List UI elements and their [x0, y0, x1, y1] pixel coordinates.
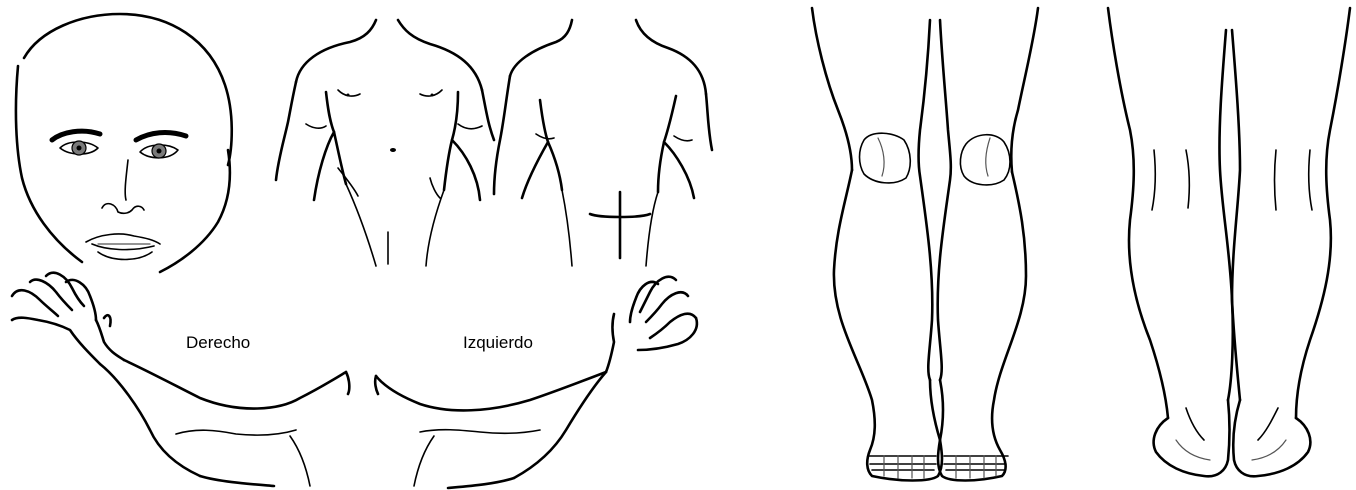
torso-front-drawing[interactable] [276, 20, 494, 266]
left-side-label: Izquierdo [463, 333, 533, 353]
left-eye [140, 144, 178, 158]
torso-back-drawing[interactable] [494, 20, 712, 266]
right-eye [60, 141, 98, 155]
face-drawing[interactable] [16, 14, 232, 272]
arms-drawing[interactable] [12, 273, 697, 488]
right-side-label: Derecho [186, 333, 250, 353]
mouth [86, 234, 160, 260]
legs-back-drawing[interactable] [1108, 8, 1350, 476]
legs-front-drawing[interactable] [812, 8, 1038, 481]
